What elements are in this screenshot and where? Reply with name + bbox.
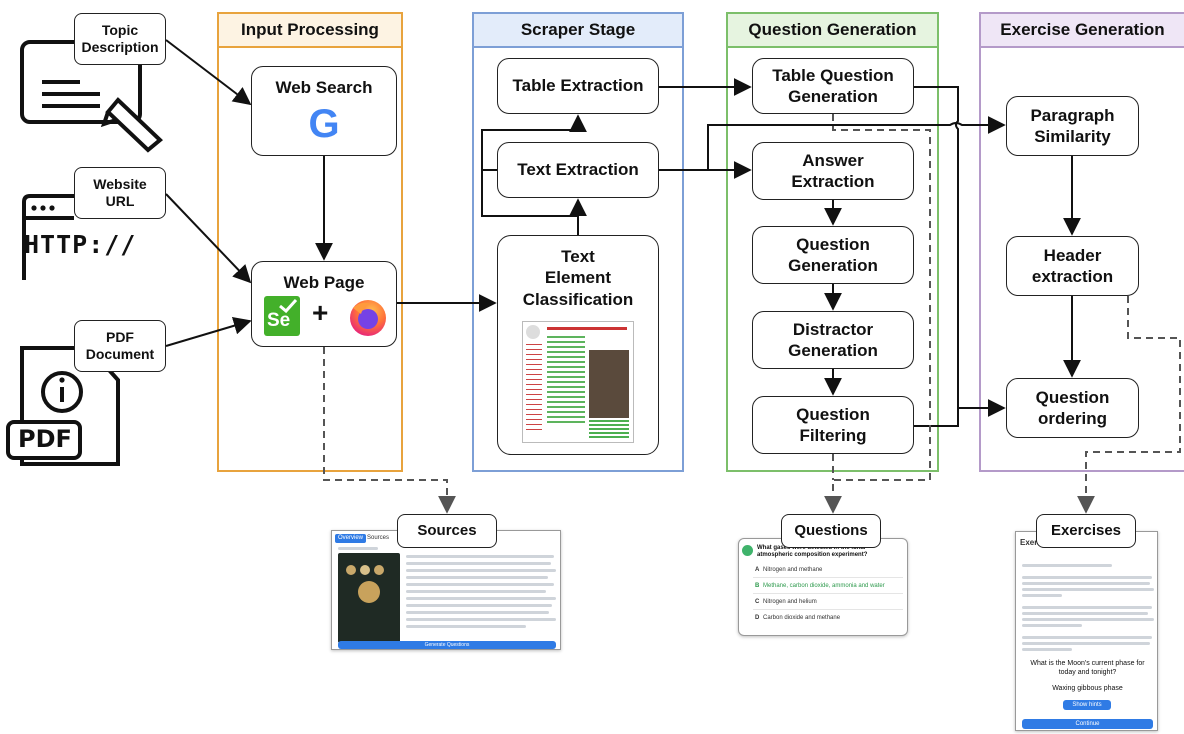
http-icon: HTTP:// xyxy=(24,230,137,259)
generate-questions-button[interactable]: Generate Questions xyxy=(338,641,556,649)
distractor-generation-node: Distractor Generation xyxy=(752,311,914,369)
sources-screenshot: Overview Sources Generate Questions xyxy=(331,530,561,650)
wiki-sidebar xyxy=(526,344,542,434)
table-question-generation-node: Table Question Generation xyxy=(752,58,914,114)
google-icon: G xyxy=(308,102,340,146)
paragraph-similarity-node: Paragraph Similarity xyxy=(1006,96,1139,156)
table-extraction-label: Table Extraction xyxy=(512,76,644,96)
website-url-label: Website URL xyxy=(74,167,166,219)
exercise-answer: Waxing gibbous phase xyxy=(1052,685,1123,692)
sources-tab-active[interactable]: Overview xyxy=(335,534,367,543)
question-ordering-label: Question ordering xyxy=(1035,387,1110,428)
stage-exercise-generation: Exercise Generation xyxy=(979,12,1184,472)
stage-scraper: Scraper Stage xyxy=(472,12,684,472)
text-element-classification-label: Text Element Classification xyxy=(522,247,634,309)
option-b-letter: B xyxy=(755,583,760,589)
question-filtering-label: Question Filtering xyxy=(796,404,870,445)
pdf-glyph: PDF xyxy=(18,425,72,453)
distractor-generation-label: Distractor Generation xyxy=(788,319,878,360)
wiki-infobox xyxy=(589,420,629,438)
wiki-logo xyxy=(526,325,540,339)
exercise-prompt: What is the Moon's current phase for tod… xyxy=(1030,660,1145,676)
option-a-letter: A xyxy=(755,567,760,573)
option-b-text[interactable]: Methane, carbon dioxide, ammonia and wat… xyxy=(763,583,885,589)
question-text: What gases were detected in the lunar at… xyxy=(757,545,868,558)
question-filtering-node: Question Filtering xyxy=(752,396,914,454)
wikipedia-thumbnail xyxy=(522,321,634,443)
continue-button[interactable]: Continue xyxy=(1022,719,1153,729)
document-pen-icon xyxy=(20,40,164,153)
header-extraction-label: Header extraction xyxy=(1031,245,1114,286)
pdf-document-label: PDF Document xyxy=(74,320,166,372)
option-d-text[interactable]: Carbon dioxide and methane xyxy=(763,615,841,621)
option-c-letter: C xyxy=(755,599,760,605)
stage-title: Question Generation xyxy=(728,14,937,48)
questions-screenshot: What gases were detected in the lunar at… xyxy=(738,538,908,636)
text-extraction-node: Text Extraction xyxy=(497,142,659,198)
sources-label: Sources xyxy=(397,514,497,548)
stage-input-processing: Input Processing xyxy=(217,12,403,472)
web-search-label: Web Search xyxy=(275,78,373,97)
questions-label: Questions xyxy=(781,514,881,548)
exercises-screenshot: Exer What is the Moon's current phase fo… xyxy=(1015,531,1158,731)
table-question-generation-label: Table Question Generation xyxy=(772,65,894,106)
question-ordering-node: Question ordering xyxy=(1006,378,1139,438)
wiki-title-bar xyxy=(547,327,627,330)
exercises-label: Exercises xyxy=(1036,514,1136,548)
option-a-text[interactable]: Nitrogen and methane xyxy=(763,567,823,573)
stage-title: Input Processing xyxy=(219,14,401,48)
topic-description-label: Topic Description xyxy=(74,13,166,65)
stage-title: Scraper Stage xyxy=(474,14,682,48)
question-generation-node: Question Generation xyxy=(752,226,914,284)
moon-image xyxy=(338,553,400,643)
sources-tab[interactable]: Sources xyxy=(367,535,390,541)
web-search-node: Web Search xyxy=(251,66,397,156)
stage-title: Exercise Generation xyxy=(981,14,1184,48)
text-extraction-label: Text Extraction xyxy=(517,160,639,180)
option-d-letter: D xyxy=(755,615,760,621)
firefox-icon xyxy=(350,300,386,336)
answer-extraction-node: Answer Extraction xyxy=(752,142,914,200)
checkmark-icon xyxy=(279,298,298,314)
header-extraction-node: Header extraction xyxy=(1006,236,1139,296)
question-avatar xyxy=(742,545,753,556)
selenium-glyph: Se xyxy=(267,310,291,331)
wiki-portrait xyxy=(589,350,629,418)
option-c-text[interactable]: Nitrogen and helium xyxy=(763,599,817,605)
input-icons xyxy=(6,40,164,466)
show-hints-button[interactable]: Show hints xyxy=(1063,700,1111,710)
paragraph-similarity-label: Paragraph Similarity xyxy=(1030,105,1115,146)
exercises-header: Exer xyxy=(1020,538,1038,547)
plus-sign: + xyxy=(312,297,329,328)
wiki-text-block xyxy=(547,336,585,426)
selenium-icon: Se xyxy=(264,296,300,336)
table-extraction-node: Table Extraction xyxy=(497,58,659,114)
web-page-label: Web Page xyxy=(283,273,365,292)
question-generation-label: Question Generation xyxy=(788,234,878,275)
answer-extraction-label: Answer Extraction xyxy=(791,150,875,191)
